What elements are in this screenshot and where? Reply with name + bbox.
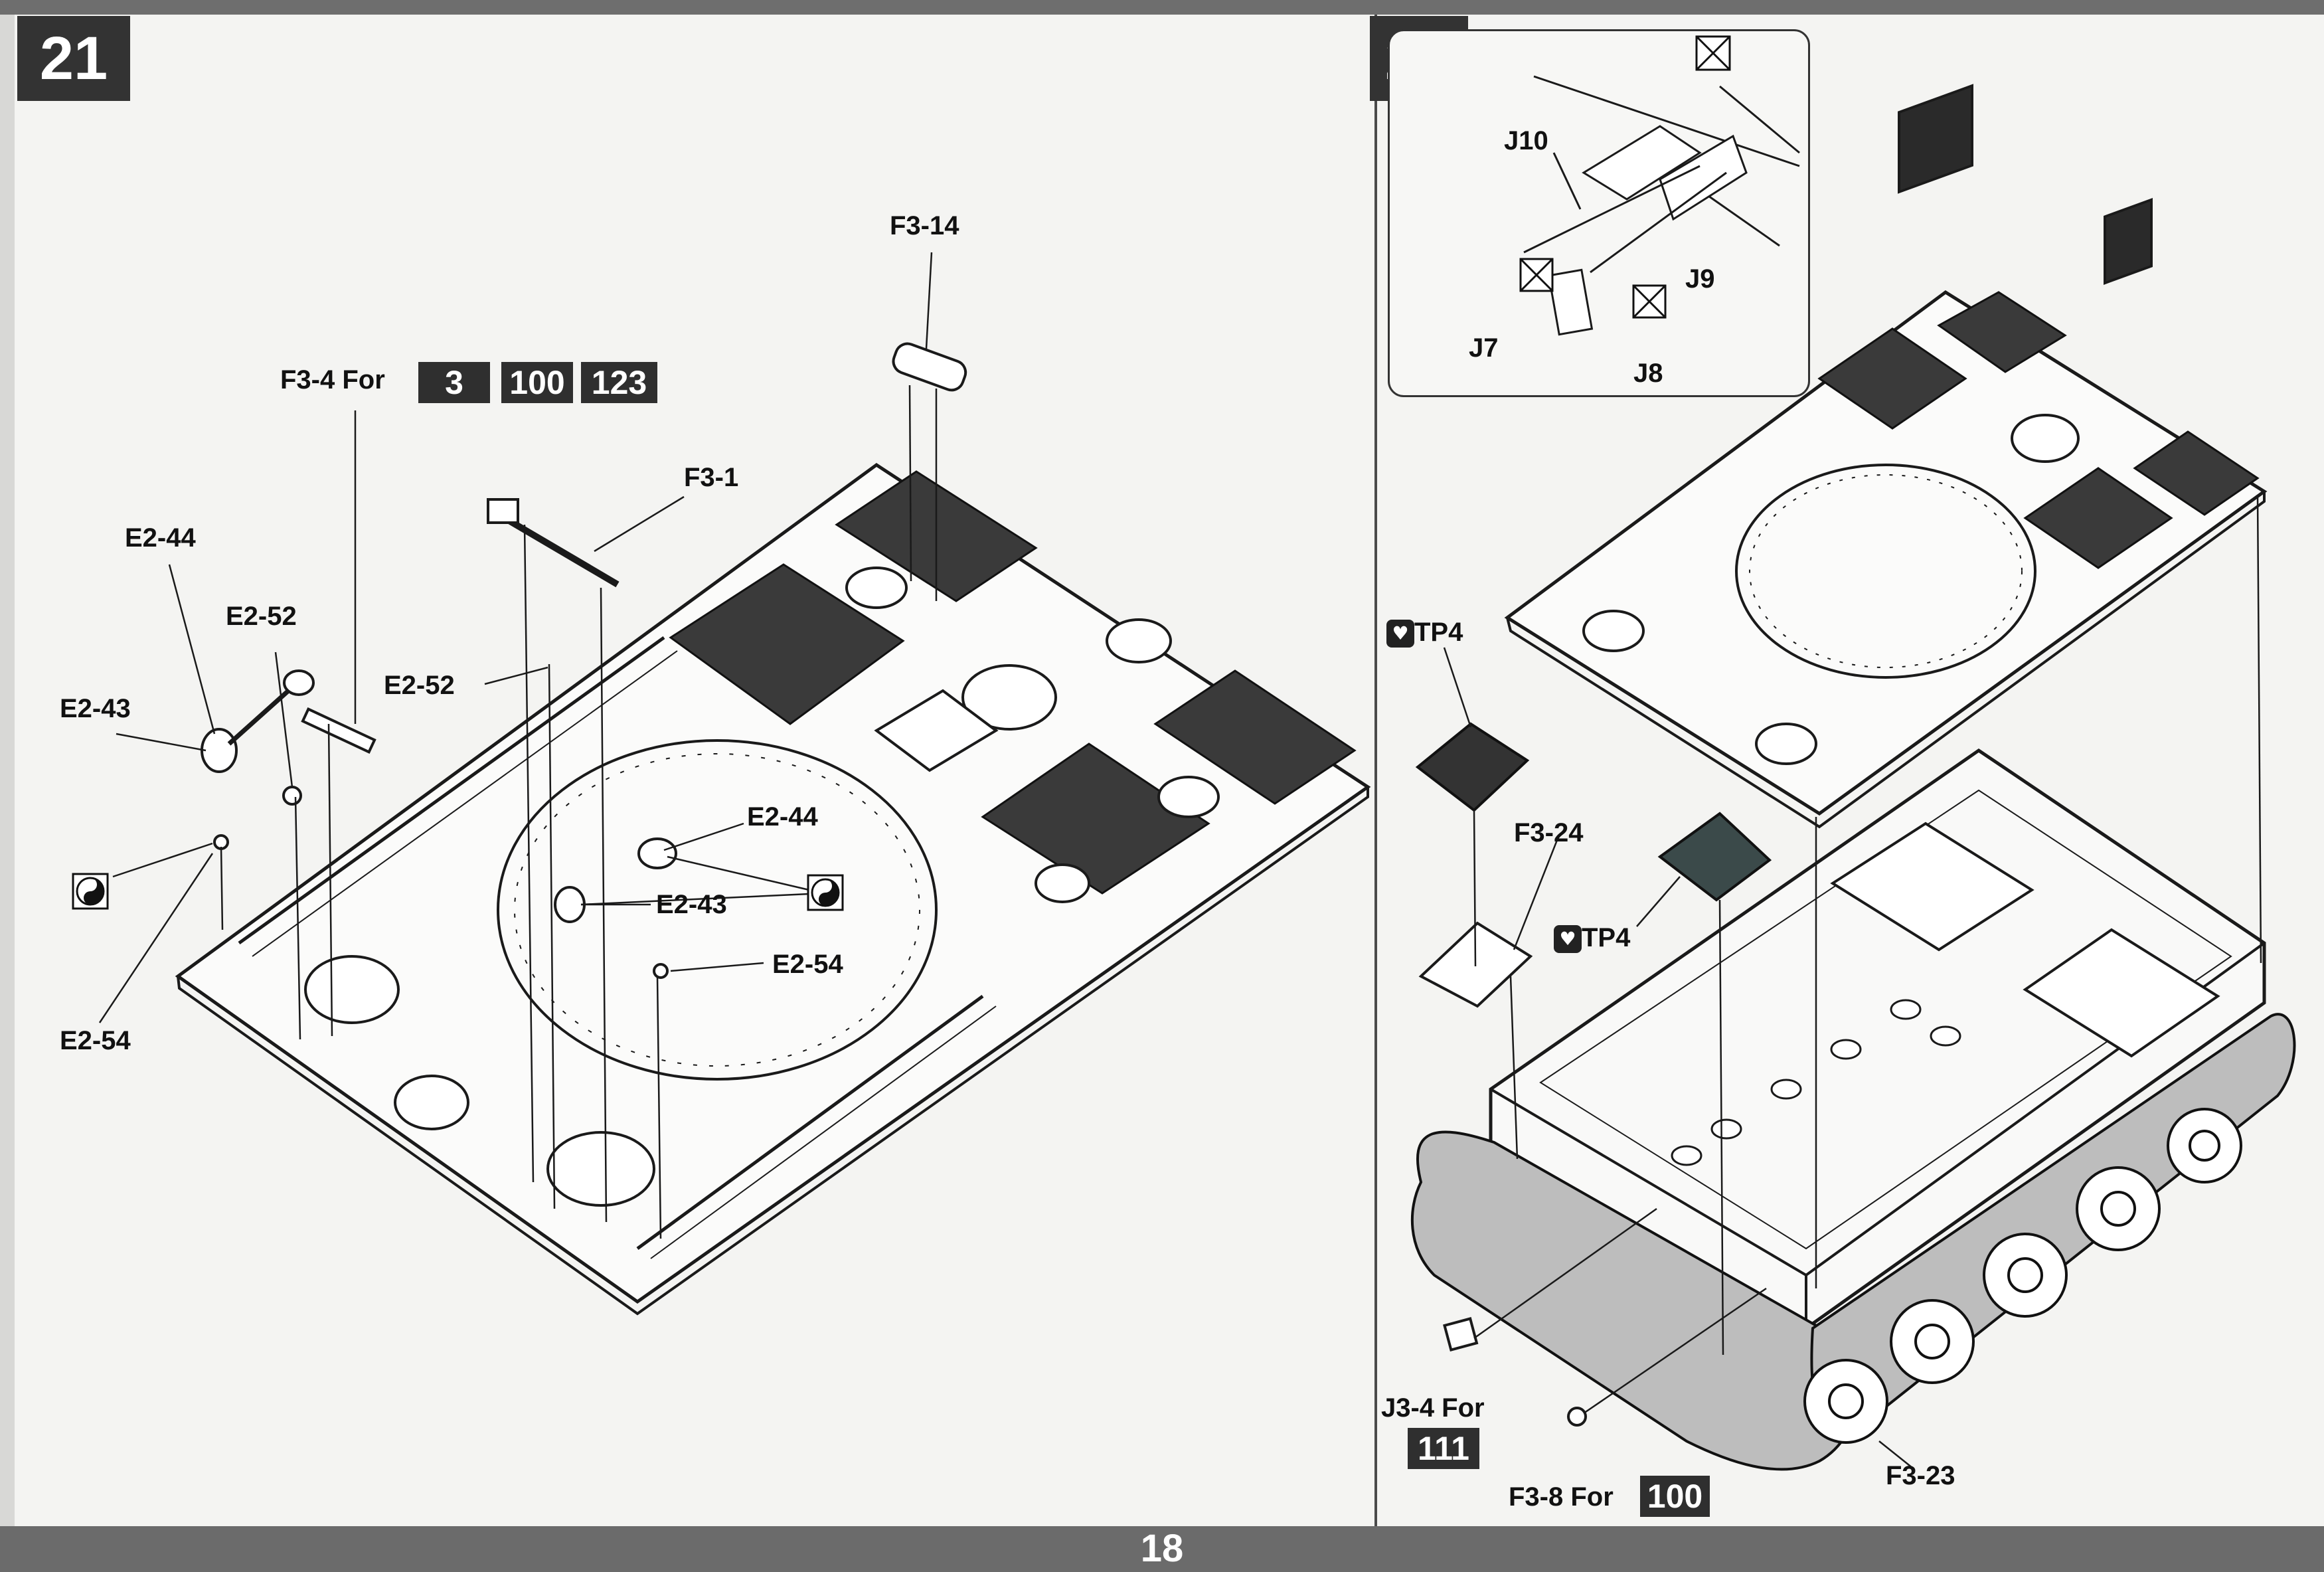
label-f3-24: F3-24 xyxy=(1514,818,1584,847)
top-bar xyxy=(0,0,2324,15)
label-e2-43-centre: E2-43 xyxy=(656,890,727,919)
heart-paint-icon: ♥ xyxy=(1386,620,1414,648)
label-e2-43-left: E2-43 xyxy=(60,694,131,723)
version-badge-123: 123 xyxy=(581,362,657,403)
label-e2-52-left: E2-52 xyxy=(226,602,297,631)
label-f3-23: F3-23 xyxy=(1886,1461,1955,1490)
detail-inset-box xyxy=(1388,29,1810,397)
label-e2-54-left: E2-54 xyxy=(60,1026,131,1055)
label-f3-1: F3-1 xyxy=(684,463,739,492)
label-j3-4-for: J3-4 For xyxy=(1381,1393,1485,1423)
version-badge-3: 3 xyxy=(418,362,490,403)
label-f3-4-for: F3-4 For xyxy=(280,365,385,394)
version-badge-100: 100 xyxy=(501,362,573,403)
version-badge-111: 111 xyxy=(1408,1428,1479,1469)
page-number: 18 xyxy=(1140,1527,1184,1570)
page-gutter xyxy=(0,15,15,1526)
label-f3-8-for: F3-8 For xyxy=(1509,1482,1614,1512)
label-e2-44-left: E2-44 xyxy=(125,523,196,553)
step-divider xyxy=(1374,15,1377,1526)
label-e2-44-centre: E2-44 xyxy=(747,802,818,831)
label-tp4-top: ♥TP4 xyxy=(1386,618,1463,648)
label-j10: J10 xyxy=(1504,126,1548,155)
label-j8: J8 xyxy=(1633,359,1663,388)
label-e2-54-centre: E2-54 xyxy=(772,950,843,979)
label-j9: J9 xyxy=(1685,264,1715,294)
label-tp4-bottom: ♥TP4 xyxy=(1554,923,1630,954)
heart-paint-icon: ♥ xyxy=(1554,925,1582,954)
bottom-bar xyxy=(0,1526,2324,1572)
version-badge-100-f3-8: 100 xyxy=(1640,1476,1710,1517)
label-f3-14: F3-14 xyxy=(890,211,959,240)
label-e2-52-centre: E2-52 xyxy=(384,671,455,700)
step-21-badge: 21 xyxy=(17,16,130,101)
label-j7: J7 xyxy=(1469,333,1499,363)
